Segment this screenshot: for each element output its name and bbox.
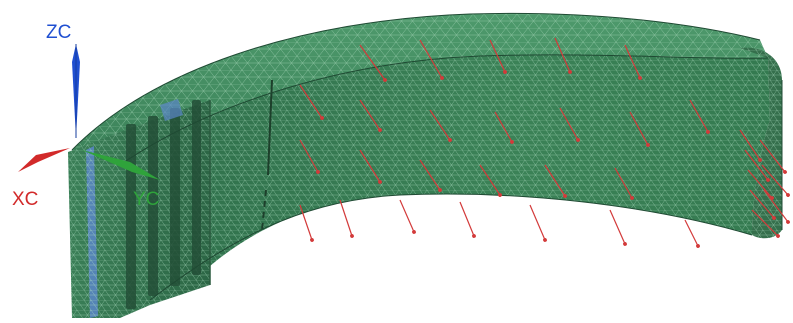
yc-axis-label: YC	[133, 189, 159, 210]
meshed-part[interactable]	[68, 12, 783, 318]
model-edges	[71, 12, 783, 301]
seam-lines	[209, 79, 273, 285]
zc-axis-icon	[72, 44, 80, 138]
constraint-markers	[86, 99, 183, 318]
coordinate-triad: ZC XC YC	[12, 22, 160, 210]
yc-axis-icon	[82, 150, 160, 180]
xc-axis-label: XC	[12, 189, 38, 210]
zc-axis-label: ZC	[46, 22, 71, 43]
xc-axis-icon	[18, 148, 70, 172]
load-arrows	[299, 37, 790, 248]
